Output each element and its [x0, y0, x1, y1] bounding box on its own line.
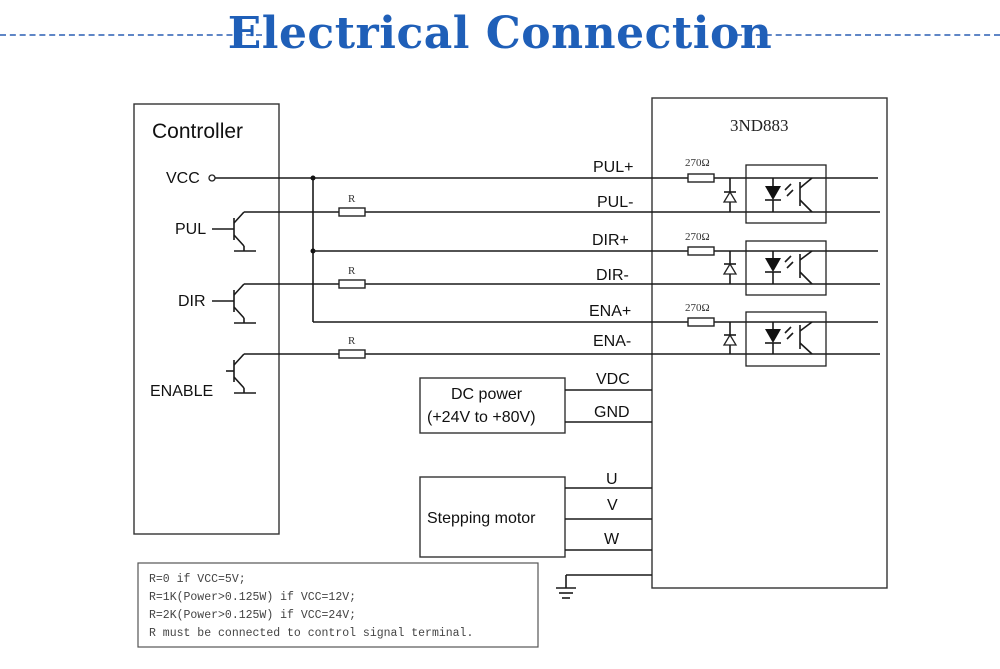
svg-text:R: R — [348, 265, 356, 277]
pin-vcc-label: VCC — [166, 170, 200, 187]
optocoupler-pul: 270Ω — [685, 157, 827, 224]
svg-text:270Ω: 270Ω — [685, 157, 710, 169]
svg-text:R: R — [348, 193, 356, 205]
signal-ena-plus: ENA+ — [589, 303, 631, 320]
vcc-terminal — [208, 174, 216, 182]
optocoupler-ena: 270Ω — [685, 302, 827, 367]
signal-pul-minus: PUL- — [597, 194, 633, 211]
title-right-divider — [736, 34, 1000, 36]
svg-text:270Ω: 270Ω — [685, 302, 710, 314]
svg-text:270Ω: 270Ω — [685, 231, 710, 243]
driver-model: 3ND883 — [730, 116, 789, 135]
note-line-2: R=1K(Power>0.125W) if VCC=12V; — [149, 591, 356, 604]
pin-pul-label: PUL — [175, 221, 206, 238]
dc-power-line2: (+24V to +80V) — [427, 409, 536, 426]
notes-box — [137, 562, 539, 648]
note-line-1: R=0 if VCC=5V; — [149, 573, 246, 586]
signal-pul-plus: PUL+ — [593, 159, 633, 176]
terminal-gnd: GND — [594, 404, 630, 421]
optocoupler-dir: 270Ω — [685, 231, 827, 296]
resistor-pul: R — [338, 193, 366, 217]
pin-dir-label: DIR — [178, 293, 206, 310]
svg-text:R: R — [348, 335, 356, 347]
terminal-u: U — [606, 471, 618, 488]
ground-symbol — [556, 574, 652, 599]
dc-power-box — [419, 377, 566, 434]
note-line-3: R=2K(Power>0.125W) if VCC=24V; — [149, 609, 356, 622]
terminal-v: V — [607, 497, 618, 514]
pin-enable-label: ENABLE — [150, 383, 213, 400]
signal-ena-minus: ENA- — [593, 333, 631, 350]
terminal-w: W — [604, 531, 620, 548]
signal-dir-plus: DIR+ — [592, 232, 629, 249]
controller-box — [133, 103, 280, 535]
controller-title: Controller — [152, 120, 243, 143]
motor-label: Stepping motor — [427, 510, 536, 527]
motor-box — [419, 476, 566, 558]
resistor-ena: R — [338, 335, 366, 359]
signal-dir-minus: DIR- — [596, 267, 629, 284]
dc-power-line1: DC power — [451, 386, 523, 403]
page-title: Electrical Connection — [227, 8, 773, 59]
note-line-4: R must be connected to control signal te… — [149, 627, 473, 640]
title-left-divider — [0, 34, 262, 36]
terminal-vdc: VDC — [596, 371, 630, 388]
resistor-dir: R — [338, 265, 366, 289]
